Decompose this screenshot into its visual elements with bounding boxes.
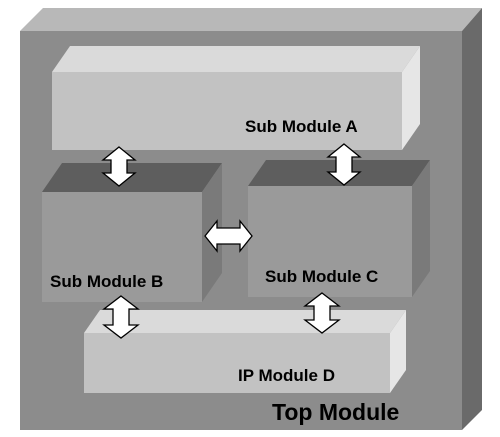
ip-module-d-label: IP Module D [238,366,335,385]
sub-module-a: Sub Module A [52,46,420,150]
sub-module-b-front-face [42,192,202,302]
sub-module-b-label: Sub Module B [50,272,163,291]
sub-module-c-label: Sub Module C [265,267,378,286]
arrow-b-to-d [102,295,140,339]
sub-module-c-front-face [248,186,412,297]
arrow-b-to-c [204,219,253,253]
ip-module-d-side-face [390,310,406,393]
sub-module-c-side-face [412,160,430,297]
ip-module-d: IP Module D [84,310,406,393]
sub-module-b-top-face [42,163,222,192]
connection-arrows [101,143,362,339]
sub-module-a-label: Sub Module A [245,117,358,136]
top-module-top-face [20,8,482,31]
arrow-c-to-d [303,292,341,334]
arrow-a-to-c [326,143,362,186]
arrow-a-to-b [101,146,137,187]
sub-module-a-front-face [52,72,402,150]
top-module-label: Top Module [272,399,399,425]
sub-module-a-side-face [402,46,420,150]
ip-module-d-front-face [84,333,390,393]
top-module-side-face [462,8,482,430]
sub-module-b: Sub Module B [42,163,222,302]
sub-module-a-top-face [52,46,420,72]
